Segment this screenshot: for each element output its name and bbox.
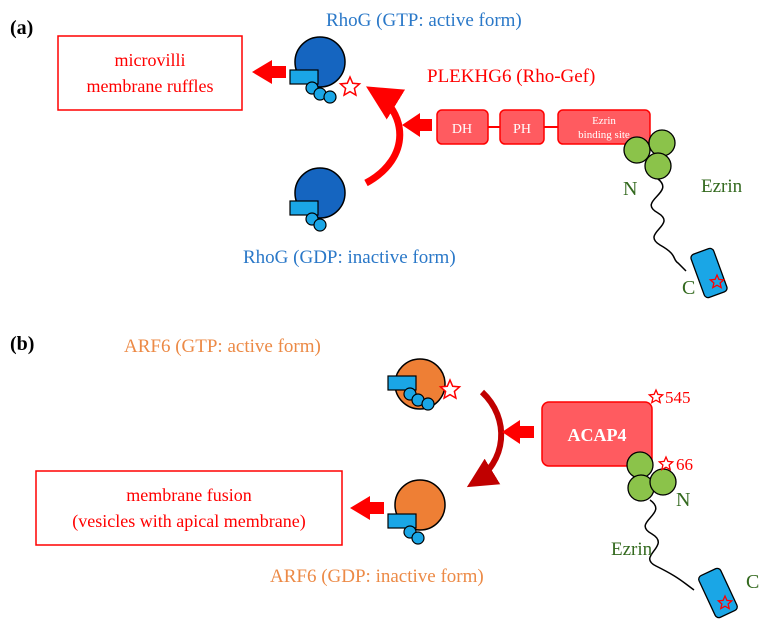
- site-545-star-icon: [647, 388, 665, 404]
- rhog-inactive-label: RhoG (GDP: inactive form): [243, 247, 456, 268]
- domain-ph: [499, 109, 545, 145]
- site-66-label: 66: [676, 455, 693, 474]
- rhog-active-molecule: [289, 36, 362, 104]
- arrow-to-outcome-a: [252, 60, 286, 84]
- domain-ezrin-binding: [557, 109, 651, 145]
- ezrin-c-label-a: C: [682, 277, 695, 299]
- domain-ezrin-label-2: binding site: [578, 129, 630, 141]
- gef-title: PLEKHG6 (Rho-Gef): [427, 66, 595, 87]
- ezrin-n-label-a: N: [623, 178, 637, 200]
- domain-dh-label: DH: [452, 122, 472, 137]
- rhog-active-label: RhoG (GTP: active form): [326, 10, 522, 31]
- outcome-box-a: [57, 35, 243, 111]
- rhog-inactive-molecule: [289, 167, 346, 232]
- ezrin-c-domain-a: [690, 247, 728, 299]
- rhog-active-tag: [289, 69, 319, 85]
- site-545-label: 545: [665, 388, 691, 407]
- panel-a-label: (a): [10, 17, 33, 39]
- panel-b-label: (b): [10, 333, 34, 355]
- outcome-b-line2: (vesicles with apical membrane): [72, 511, 305, 532]
- ezrin-star-icon-a: [708, 273, 726, 289]
- arf6-active-tag: [387, 375, 417, 391]
- rhog-inactive-tag: [289, 200, 319, 216]
- ezrin-label-a: Ezrin: [701, 176, 743, 197]
- acap4-label: ACAP4: [568, 425, 627, 445]
- phospho-star-icon-b: [438, 378, 462, 400]
- arf6-active-molecule: [387, 358, 462, 411]
- arf6-active-label: ARF6 (GTP: active form): [124, 336, 321, 357]
- ezrin-a: [623, 129, 728, 299]
- ezrin-b: [626, 451, 738, 619]
- arf6-inactive-tag: [387, 513, 417, 529]
- outcome-a-line2: membrane ruffles: [86, 76, 213, 96]
- outcome-box-b: [35, 470, 343, 546]
- acap4-box: [541, 401, 653, 467]
- ezrin-c-label-b: C: [746, 571, 759, 593]
- ezrin-linker-b: [644, 499, 695, 591]
- phospho-star-icon: [338, 75, 362, 97]
- arrow-from-acap4: [502, 420, 534, 444]
- outcome-b-line1: membrane fusion: [126, 485, 251, 505]
- domain-ezrin-label-1: Ezrin: [592, 115, 616, 127]
- arf6-inactive-label: ARF6 (GDP: inactive form): [270, 566, 484, 587]
- domain-dh: [436, 109, 489, 145]
- inactivation-arrow-b: [466, 389, 505, 488]
- arrow-to-outcome-b: [350, 496, 384, 520]
- site-66-star-icon: [657, 455, 675, 471]
- ezrin-linker-a: [650, 178, 687, 272]
- arf6-inactive-molecule: [387, 479, 446, 545]
- outcome-a-line1: microvilli: [115, 50, 186, 70]
- plekhg6-protein: DH PH Ezrin binding site: [436, 109, 651, 145]
- domain-ph-label: PH: [513, 122, 531, 137]
- ezrin-label-b: Ezrin: [611, 539, 653, 560]
- activation-arrow-a: [364, 86, 406, 187]
- arrow-from-gef: [402, 113, 432, 137]
- ezrin-star-icon-b: [716, 594, 734, 610]
- ezrin-c-domain-b: [698, 567, 738, 619]
- ezrin-n-label-b: N: [676, 489, 690, 511]
